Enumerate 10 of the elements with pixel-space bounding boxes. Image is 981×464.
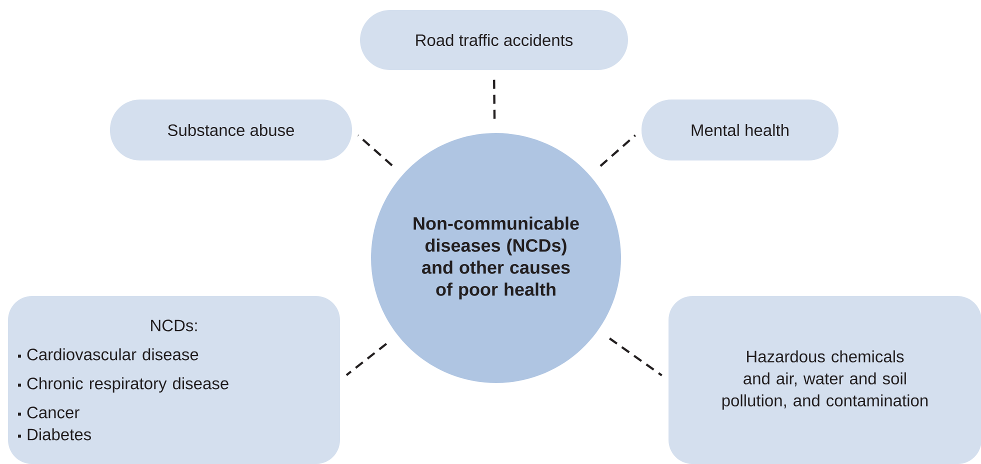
text-box: Hazardous chemicals and air, water and soil pollution, and contamination: [668, 296, 981, 464]
rounded-box: Road traffic accidents: [360, 10, 628, 70]
dashed-line: [346, 342, 388, 376]
rounded-box: Substance abuse: [110, 100, 352, 160]
dashed-line: [600, 134, 636, 167]
rounded-box: Mental health: [642, 100, 838, 160]
list-box: NCDs: Cardiovascular disease Chronic respiratory disease Cancer Diabetes: [8, 296, 340, 464]
dashed-line: [357, 134, 393, 166]
dashed-line: [608, 338, 662, 376]
dashed-line: [493, 78, 496, 119]
